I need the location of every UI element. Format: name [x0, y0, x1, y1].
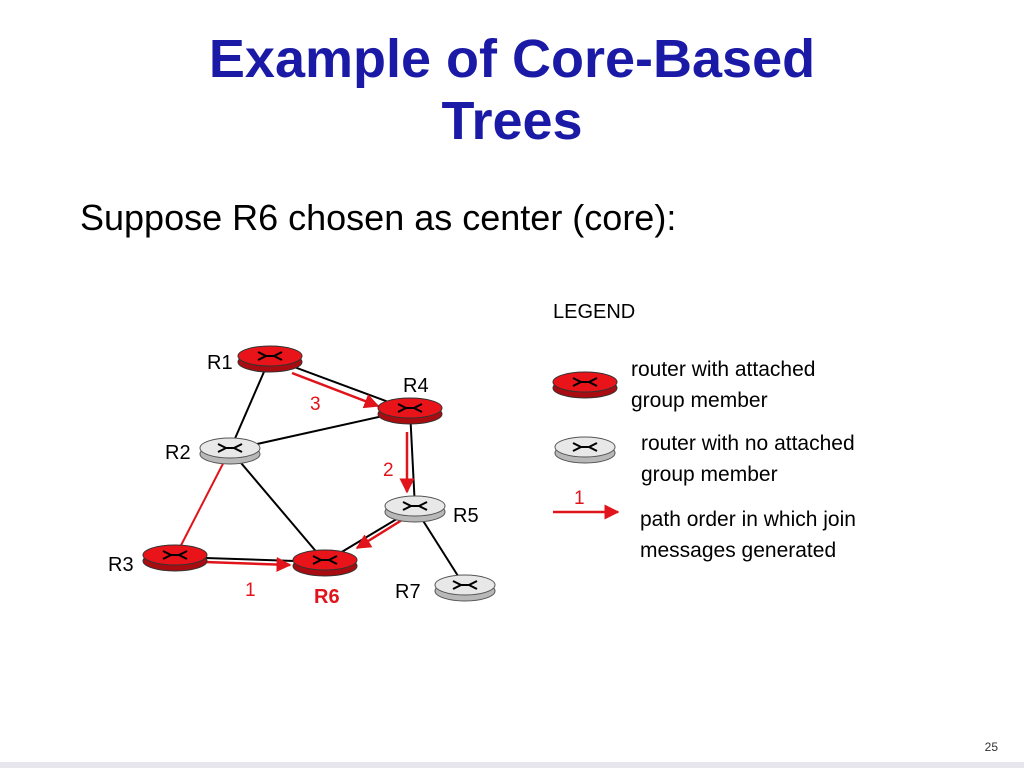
router-r6	[292, 549, 358, 577]
router-label-r5: R5	[453, 505, 479, 527]
router-label-r7: R7	[395, 581, 421, 603]
legend-nonmember-router-icon	[554, 436, 616, 464]
slide-subtitle: Suppose R6 chosen as center (core):	[80, 197, 677, 238]
legend-nonmember-router-text-1: router with no attached	[641, 432, 855, 455]
router-r5	[384, 495, 446, 523]
join-order-3: 3	[310, 394, 321, 415]
router-icon	[257, 351, 283, 361]
legend-nonmember-router-text-2: group member	[641, 463, 778, 486]
legend: LEGEND router with attached group member…	[552, 301, 856, 562]
router-labels: R1 R2 R3 R4 R5 R6 R7	[108, 352, 479, 608]
join-arrow-r3-r6	[204, 557, 292, 573]
router-label-r3: R3	[108, 554, 134, 576]
slide-title: Example of Core-Based Trees	[0, 28, 1024, 152]
router-label-r6: R6	[314, 586, 340, 608]
router-r4	[377, 397, 443, 425]
router-icon	[162, 550, 188, 560]
legend-member-router-text-2: group member	[631, 389, 768, 412]
join-order-2: 2	[383, 460, 394, 481]
router-icon	[452, 580, 478, 590]
join-order-1: 1	[245, 580, 256, 601]
join-arrow-r1-r4	[291, 371, 380, 409]
router-icon	[312, 555, 338, 565]
router-icon	[217, 443, 243, 453]
title-line-1: Example of Core-Based	[208, 29, 816, 89]
page-number: 25	[984, 740, 998, 754]
link-r1-r2	[229, 357, 271, 451]
router-r3	[142, 544, 208, 572]
router-r2	[199, 437, 261, 465]
link-r4-r5	[409, 409, 416, 509]
router-icon	[397, 403, 423, 413]
router-r7	[434, 574, 496, 602]
router-r1	[237, 345, 303, 373]
legend-arrow-text-2: messages generated	[640, 539, 836, 562]
legend-arrow-text-1: path order in which join	[640, 508, 856, 531]
link-r2-r3	[174, 449, 231, 558]
router-icon	[402, 501, 428, 511]
router-label-r4: R4	[403, 375, 429, 397]
title-line-2: Trees	[441, 91, 583, 151]
legend-heading: LEGEND	[553, 301, 635, 323]
router-label-r1: R1	[207, 352, 233, 374]
legend-arrow-label: 1	[574, 488, 585, 509]
legend-member-router-text-1: router with attached	[631, 358, 815, 381]
join-arrow-r5-r6	[355, 518, 403, 550]
footer-bar	[0, 762, 1024, 768]
routers	[142, 345, 496, 602]
join-path-arrows: 3 2 1	[204, 371, 415, 601]
legend-member-router-icon	[552, 371, 618, 399]
link-r2-r6	[229, 449, 326, 563]
router-label-r2: R2	[165, 442, 191, 464]
